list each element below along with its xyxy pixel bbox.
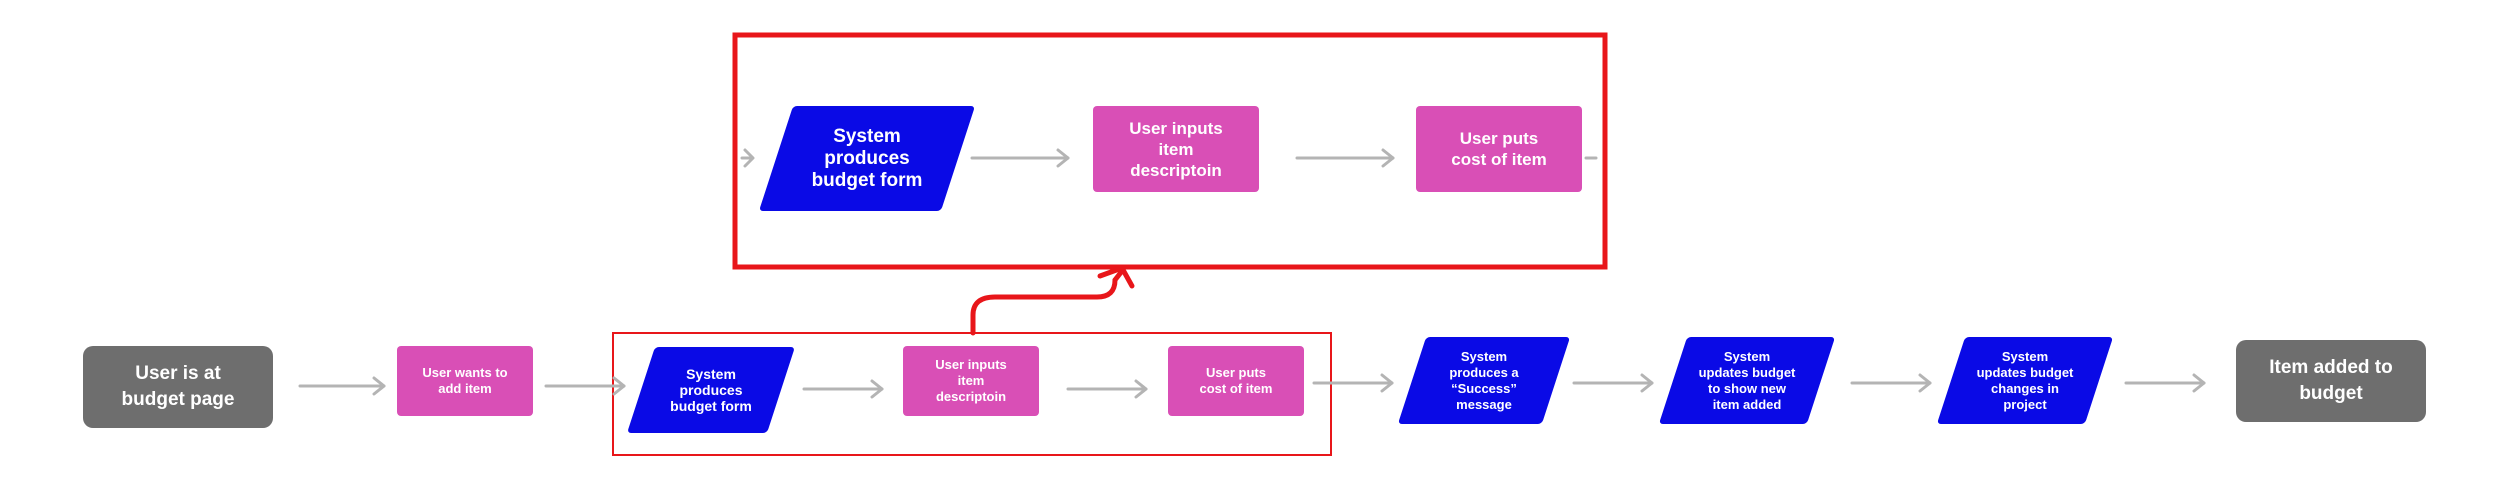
zoom-arrow-2 <box>1295 148 1395 168</box>
zoom-node-label: System produces budget form <box>811 125 923 191</box>
flow-arrow-7 <box>1850 373 1932 393</box>
flow-arrow-2 <box>544 376 626 396</box>
flow-arrow-8 <box>2124 373 2206 393</box>
flow-node-user-inputs-description[interactable]: User inputs item descriptoin <box>903 346 1039 416</box>
flow-arrow-4 <box>1066 379 1148 399</box>
flow-node-label: System updates budget changes in project <box>1976 348 2074 412</box>
flow-node-label: Item added to budget <box>2269 357 2393 404</box>
flow-node-system-success-message[interactable]: System produces a “Success” message <box>1412 337 1556 424</box>
flow-node-label: User is at budget page <box>121 363 235 410</box>
flow-arrow-1 <box>298 376 386 396</box>
zoom-node-user-inputs-description[interactable]: User inputs item descriptoin <box>1093 106 1259 192</box>
flow-node-user-wants-add-item[interactable]: User wants to add item <box>397 346 533 416</box>
flow-arrow-6 <box>1572 373 1654 393</box>
flow-node-system-produces-form[interactable]: System produces budget form <box>641 347 781 433</box>
zoom-node-label: User puts cost of item <box>1451 129 1547 169</box>
zoom-detail-frame <box>732 32 1608 270</box>
flow-node-system-updates-budget[interactable]: System updates budget to show new item a… <box>1673 337 1821 424</box>
flow-node-system-updates-project[interactable]: System updates budget changes in project <box>1951 337 2099 424</box>
flow-node-end-item-added[interactable]: Item added to budget <box>2236 340 2426 422</box>
flow-node-label: User wants to add item <box>422 365 508 396</box>
zoom-node-user-puts-cost[interactable]: User puts cost of item <box>1416 106 1582 192</box>
zoom-callout-connector <box>970 268 1125 336</box>
flow-arrow-5 <box>1312 373 1394 393</box>
flow-node-start-budget-page[interactable]: User is at budget page <box>83 346 273 428</box>
zoom-callout-arrowhead <box>1097 265 1135 289</box>
flow-arrow-3 <box>802 379 884 399</box>
flow-node-label: System updates budget to show new item a… <box>1698 348 1796 412</box>
zoom-arrow-1 <box>970 148 1070 168</box>
flow-node-label: System produces budget form <box>670 366 752 414</box>
flow-node-label: User puts cost of item <box>1199 365 1273 396</box>
flow-node-label: User inputs item descriptoin <box>935 357 1007 404</box>
zoom-node-system-produces-form[interactable]: System produces budget form <box>776 106 958 211</box>
flow-node-label: System produces a “Success” message <box>1449 348 1519 412</box>
flow-node-user-puts-cost[interactable]: User puts cost of item <box>1168 346 1304 416</box>
zoom-arrow-in <box>740 148 755 168</box>
zoom-node-label: User inputs item descriptoin <box>1129 118 1223 180</box>
